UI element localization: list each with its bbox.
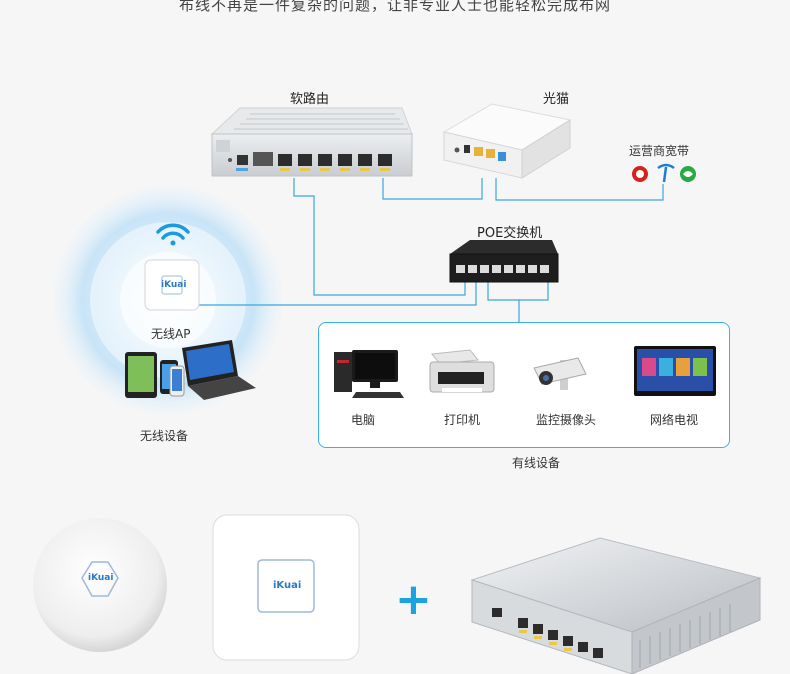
modem-to-isp-line bbox=[495, 178, 664, 201]
wired-item-printer-label: 打印机 bbox=[444, 413, 481, 427]
computer-device bbox=[334, 350, 404, 398]
wireless-client-devices bbox=[125, 340, 256, 400]
china-unicom-icon bbox=[632, 166, 648, 182]
router-product bbox=[470, 537, 762, 674]
switch-to-wired-line bbox=[487, 282, 520, 322]
router-to-modem-line bbox=[382, 178, 483, 200]
plus-sign: + bbox=[395, 574, 432, 625]
optical-modem-label: 光猫 bbox=[543, 92, 570, 107]
round-ap-product bbox=[33, 518, 167, 652]
wired-item-computer-label: 电脑 bbox=[351, 413, 376, 427]
link-lines bbox=[198, 178, 664, 322]
wired-devices-label: 有线设备 bbox=[512, 456, 561, 470]
round-ap-brand-logo: iKuai bbox=[88, 573, 114, 583]
isp-broadband-label: 运营商宽带 bbox=[629, 144, 690, 158]
headline: 布线不再是一件复杂的问题，让非专业人士也能轻松完成布网 bbox=[178, 0, 611, 14]
switch-to-ap-line bbox=[198, 282, 477, 306]
square-ap-brand-logo: iKuai bbox=[273, 580, 302, 591]
printer-device bbox=[429, 349, 495, 393]
poe-switch-device bbox=[449, 240, 559, 283]
wired-item-camera-label: 监控摄像头 bbox=[536, 413, 597, 427]
security-camera-device bbox=[533, 357, 587, 390]
optical-modem-device bbox=[442, 103, 572, 179]
china-mobile-icon bbox=[680, 166, 696, 182]
soft-router-label: 软路由 bbox=[290, 92, 330, 107]
poe-switch-label: POE交换机 bbox=[477, 226, 543, 241]
wireless-ap-device bbox=[144, 259, 200, 311]
router-to-switch-line bbox=[293, 178, 466, 296]
china-telecom-icon bbox=[657, 163, 675, 183]
wifi-signal-icon bbox=[156, 223, 190, 246]
network-tv-device bbox=[634, 346, 716, 396]
ap-brand-logo: iKuai bbox=[161, 280, 187, 290]
soft-router-device bbox=[210, 107, 413, 177]
switch-to-wired-line-2 bbox=[519, 282, 549, 301]
isp-logos bbox=[632, 163, 696, 183]
square-ap-product bbox=[212, 514, 360, 661]
wired-item-tv-label: 网络电视 bbox=[650, 413, 699, 427]
wireless-devices-label: 无线设备 bbox=[140, 429, 189, 443]
wireless-ap-label: 无线AP bbox=[151, 327, 191, 341]
